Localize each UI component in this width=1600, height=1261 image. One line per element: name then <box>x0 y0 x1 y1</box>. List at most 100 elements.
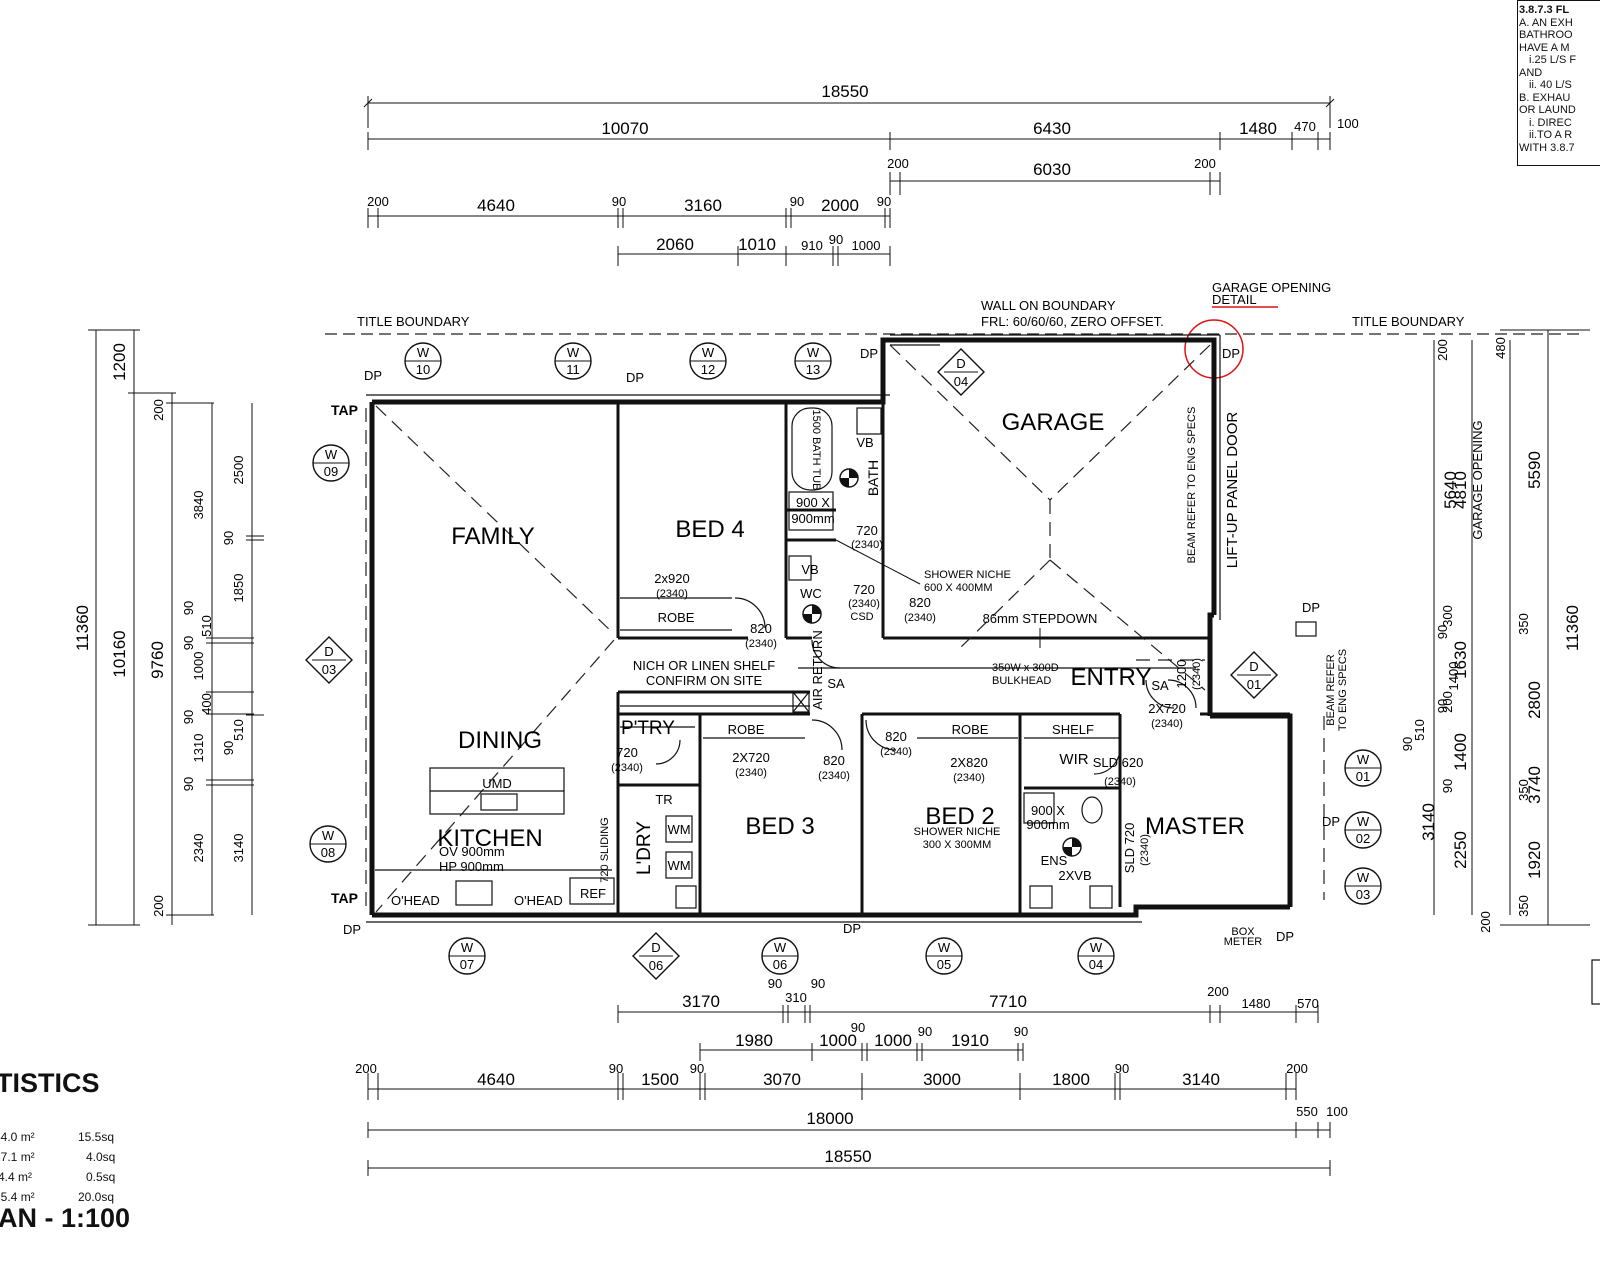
dim-top-10070: 10070 <box>601 119 648 138</box>
window-marker-w07: W07 <box>448 937 486 975</box>
dim-left-90a: 90 <box>181 601 196 615</box>
door-bed4-robe: 2x920 <box>654 571 689 586</box>
w12-num: 12 <box>701 362 715 377</box>
room-dining: DINING <box>458 727 542 754</box>
dim-bottom-90b: 90 <box>811 976 825 991</box>
dim-right-90b: 90 <box>1435 699 1450 713</box>
bulkhead-1: 350W x 300D <box>992 662 1059 674</box>
dim-garage-200b: 200 <box>1194 156 1216 171</box>
w11-letter: W <box>567 345 580 360</box>
dim-right-90d: 90 <box>1440 779 1455 793</box>
w13-num: 13 <box>806 362 820 377</box>
dim-top-90b: 90 <box>790 194 804 209</box>
dim-right-2800: 2800 <box>1525 681 1544 719</box>
nich-linen-2: CONFIRM ON SITE <box>646 673 763 688</box>
box-meter-2: METER <box>1224 936 1263 948</box>
dim-right-5640: 5640 <box>1441 471 1460 509</box>
d06-letter: D <box>651 940 660 955</box>
dp-2: DP <box>626 370 644 385</box>
room-labels: FAMILY BED 4 GARAGE ENTRY DINING KITCHEN… <box>437 409 1245 875</box>
dim-left-1310: 1310 <box>191 734 206 763</box>
door-ptry-h: (2340) <box>611 762 643 774</box>
window-marker-w05: W05 <box>925 937 963 975</box>
w06-num: 06 <box>773 957 787 972</box>
notes-line-6: AND <box>1519 66 1543 79</box>
door-master-h: (2340) <box>1151 718 1183 730</box>
door-swings <box>655 344 1197 775</box>
dim-bottom-200a: 200 <box>355 1061 377 1076</box>
window-marker-w03: W 03 <box>1344 867 1382 905</box>
dim-right-90c: 90 <box>1400 737 1415 751</box>
door-bath-h: (2340) <box>851 539 883 551</box>
window-marker-w02: W02 <box>1344 811 1382 849</box>
w03-letter: W <box>1357 870 1370 885</box>
room-bed3: BED 3 <box>745 813 814 840</box>
w09-letter: W <box>325 447 338 462</box>
dim-bottom-310: 310 <box>785 990 807 1005</box>
box-meter-1: BOX <box>1231 926 1255 938</box>
door-sizes: 2x920 (2340) 820 (2340) 720 (2340) 720 (… <box>611 523 1203 866</box>
dim-top-3160: 3160 <box>684 196 722 215</box>
right-dimensions: 11360 5590 2800 3740 1920 480 350 350 35… <box>1400 329 1590 933</box>
door-csd: 720 <box>853 582 875 597</box>
stats-sq-1: 15.5sq <box>78 1130 115 1144</box>
door-marker-d04: D04 <box>937 348 985 396</box>
vb-bath: VB <box>856 435 873 450</box>
door-bed4-h: (2340) <box>745 638 777 650</box>
dim-right-1630: 1630 <box>1451 641 1470 679</box>
beam-entry-1: BEAM REFER <box>1325 654 1337 726</box>
dim-right-510: 510 <box>1412 719 1427 741</box>
door-bed2: 820 <box>885 729 907 744</box>
ens-label: ENS <box>1041 853 1068 868</box>
d04-letter: D <box>956 356 965 371</box>
room-wir: WIR <box>1059 751 1088 768</box>
dim-bottom-90f: 90 <box>609 1061 623 1076</box>
stats-area-2: 37.1 m² <box>0 1150 35 1164</box>
stats-area-4: 35.4 m² <box>0 1190 35 1204</box>
lift-door-label: LIFT-UP PANEL DOOR <box>1224 412 1241 569</box>
dim-bottom-1000a: 1000 <box>819 1031 857 1050</box>
smoke-detectors <box>802 468 1082 857</box>
w02-letter: W <box>1357 814 1370 829</box>
door-marker-d01: D01 <box>1230 651 1278 699</box>
dim-bottom-90h: 90 <box>1115 1061 1129 1076</box>
dp-3: DP <box>860 346 878 361</box>
csd-label: CSD <box>850 611 873 623</box>
d01-num: 01 <box>1247 677 1261 692</box>
w03-num: 03 <box>1356 887 1370 902</box>
garage-opening-detail-2: DETAIL <box>1212 292 1257 307</box>
bottom-dimensions: 3170 90 310 90 7710 200 1480 570 1980 10… <box>355 976 1348 1176</box>
dim-left-3140: 3140 <box>231 834 246 863</box>
dim-left-400: 400 <box>199 693 214 715</box>
dim-right-200d: 200 <box>1478 911 1493 933</box>
dim-left-200b: 200 <box>151 895 166 917</box>
dim-bottom-3170: 3170 <box>682 992 720 1011</box>
dim-top-200: 200 <box>367 194 389 209</box>
robe-bed4: ROBE <box>658 610 695 625</box>
garage-opening-vertical: GARAGE OPENING <box>1470 420 1485 539</box>
d06-num: 06 <box>649 958 663 973</box>
window-marker-w11: W 11 <box>554 342 592 380</box>
dp-4: DP <box>1222 346 1240 361</box>
dim-left-90c: 90 <box>181 710 196 724</box>
door-bed4: 820 <box>750 621 772 636</box>
door-entry: 1200 <box>1174 660 1189 689</box>
dim-top-1000: 1000 <box>852 238 881 253</box>
door-markers: D04 D03 D06 D01 <box>305 348 1278 980</box>
dim-left-1850: 1850 <box>231 574 246 603</box>
w11-num: 11 <box>566 362 580 377</box>
tap-1: TAP <box>331 402 358 418</box>
door-ens-h: (2340) <box>1139 834 1151 866</box>
dim-bottom-90g: 90 <box>690 1061 704 1076</box>
window-markers: W10 W11 W12 W13 W09 W08 W07 W06 W05 W04 … <box>309 342 1382 975</box>
w05-letter: W <box>938 940 951 955</box>
dim-left-510b: 510 <box>231 719 246 741</box>
shower-900mm-ens: 900mm <box>1026 817 1069 832</box>
stats-sq-3: 0.5sq <box>86 1170 116 1184</box>
dim-left-10160: 10160 <box>110 630 129 677</box>
dim-garage-6030: 6030 <box>1033 160 1071 179</box>
room-bed2: BED 2 <box>925 803 994 830</box>
door-entry-h: (2340) <box>1191 658 1203 690</box>
dim-bottom-90e: 90 <box>1014 1024 1028 1039</box>
